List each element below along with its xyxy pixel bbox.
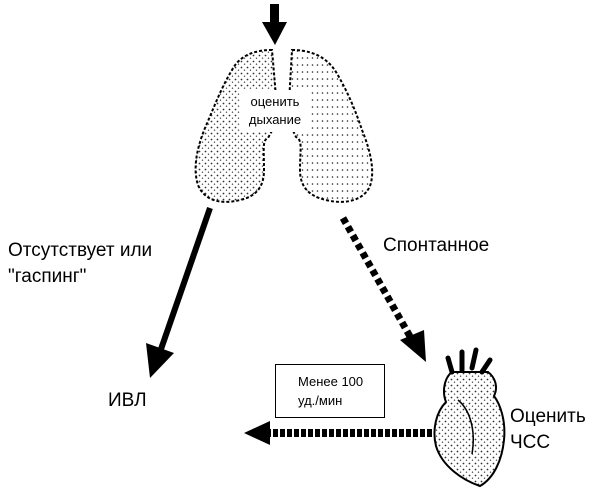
assess-breathing-line2: дыхание bbox=[248, 112, 302, 127]
entry-arrow bbox=[262, 4, 287, 45]
heart-icon bbox=[433, 347, 506, 488]
condition-line1: Менее 100 bbox=[298, 374, 364, 389]
spontaneous-label: Спонтанное bbox=[383, 235, 490, 256]
absent-gasping-line2: "гаспинг" bbox=[8, 266, 87, 287]
assess-breathing-line1: оценить bbox=[250, 94, 300, 109]
lungs-icon bbox=[194, 48, 374, 203]
condition-line2: уд./мин bbox=[298, 393, 343, 408]
absent-gasping-line1: Отсутствует или bbox=[8, 240, 153, 261]
assess-heart-rate-label: Оценить ЧСС bbox=[510, 404, 586, 456]
arrow-heart-to-ventilation bbox=[244, 421, 432, 445]
absent-gasping-label: Отсутствует или "гаспинг" bbox=[8, 238, 152, 290]
ventilation-label: ИВЛ bbox=[108, 390, 147, 411]
heart-rate-condition-box: Менее 100 уд./мин bbox=[275, 364, 385, 418]
assess-heart-rate-line1: Оценить bbox=[510, 406, 586, 427]
arrow-to-ventilation bbox=[146, 207, 213, 378]
assess-breathing-label: оценить дыхание bbox=[246, 93, 304, 129]
arrow-to-heart-rate bbox=[339, 216, 426, 362]
assess-heart-rate-line2: ЧСС bbox=[510, 432, 551, 453]
